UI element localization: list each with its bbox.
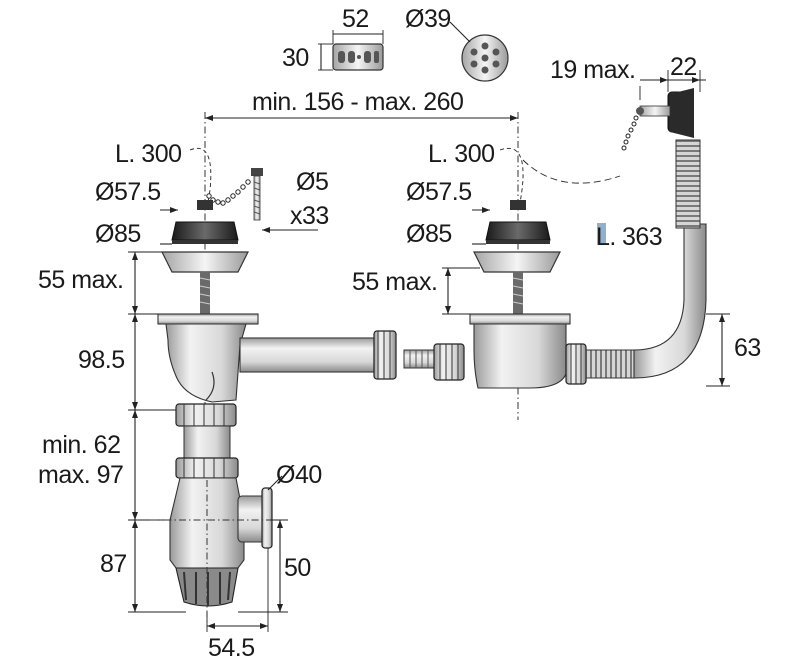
left-plug [171, 200, 239, 244]
trap-outlet [237, 487, 273, 549]
screw-length-label: x33 [290, 202, 329, 230]
right-sink-thickness-label: 55 max. [352, 268, 437, 296]
overflow-max-label: 19 max. [550, 56, 635, 84]
grid-height-label: 30 [282, 44, 309, 72]
right-flange-diameter-label: Ø85 [406, 220, 452, 248]
tail-adjust-max-label: max. 97 [38, 461, 123, 489]
left-chain-length-label: L. 300 [115, 140, 182, 168]
right-plug [485, 200, 551, 244]
hose-length-marker-text: L. [596, 223, 616, 251]
overflow-nut [565, 343, 587, 385]
overflow-chain [621, 115, 639, 151]
strainer-disc [461, 34, 509, 82]
tailpiece [183, 425, 231, 459]
right-waste-body [469, 313, 571, 389]
tail-adjust-min-label: min. 62 [42, 431, 120, 459]
left-waste-body [157, 313, 259, 403]
left-screw [251, 168, 263, 221]
overflow-width-label: 22 [670, 53, 697, 81]
overflow-head [636, 88, 694, 138]
body-height-label: 98.5 [78, 346, 125, 374]
left-flange-diameter-label: Ø85 [95, 220, 141, 248]
hose-length-marker [597, 223, 606, 245]
right-strainer-basket [473, 251, 561, 314]
outlet-diameter-label: Ø40 [276, 461, 322, 489]
grid-width-label: 52 [342, 5, 369, 33]
screw-diameter-label: Ø5 [296, 168, 328, 196]
grid-accessory [332, 43, 384, 71]
left-chain [206, 179, 251, 206]
left-plug-diameter-label: Ø57.5 [95, 178, 161, 206]
overflow-hose [585, 139, 707, 379]
trap-width-label: 54.5 [208, 634, 255, 662]
overflow-height-label: 63 [734, 334, 761, 362]
strainer-diameter-label: Ø39 [405, 5, 451, 33]
hose-length-value: 363 [622, 223, 662, 251]
left-sink-thickness-label: 55 max. [38, 266, 123, 294]
trap-height-label: 87 [100, 550, 127, 578]
right-plug-diameter-label: Ø57.5 [406, 178, 472, 206]
right-chain-length-label: L. 300 [428, 140, 495, 168]
outlet-height-label: 50 [284, 554, 311, 582]
sink-spacing-label: min. 156 - max. 260 [252, 88, 463, 116]
left-strainer-basket [161, 251, 249, 314]
tail-nut-lower [175, 457, 239, 479]
pipe-nut-left [373, 330, 397, 380]
hose-barb [403, 349, 435, 369]
connecting-pipe [239, 337, 375, 373]
tail-nut-upper [175, 403, 237, 427]
right-body-nut [433, 343, 465, 381]
